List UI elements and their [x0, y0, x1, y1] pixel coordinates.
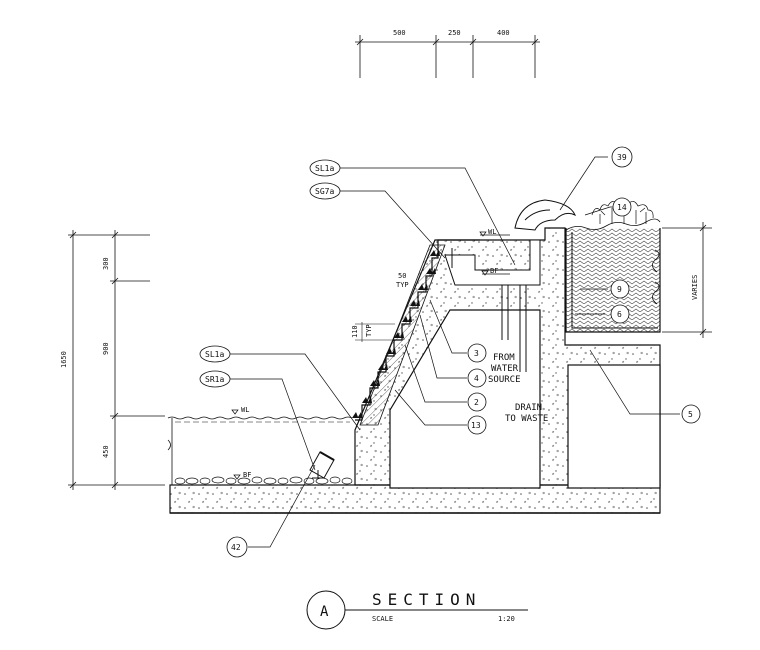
section-letter: A	[320, 604, 329, 620]
coping-stone	[514, 199, 576, 231]
dim-top-3: 400	[497, 29, 510, 37]
svg-text:6: 6	[617, 310, 622, 319]
gravel-layer	[174, 476, 353, 485]
svg-text:13: 13	[471, 421, 481, 430]
lower-wl-label: WL	[241, 406, 249, 414]
lower-bf-label: BF	[243, 471, 251, 479]
svg-text:39: 39	[617, 153, 627, 162]
scale-label: SCALE	[372, 615, 393, 623]
riser-note: TYP	[396, 281, 409, 289]
concrete-structure	[354, 227, 661, 489]
step-plantings	[352, 250, 440, 418]
svg-text:SG7a: SG7a	[315, 187, 334, 196]
dim-top-2: 250	[448, 29, 461, 37]
callout-4: 4	[467, 368, 487, 388]
svg-text:SL1a: SL1a	[315, 164, 334, 173]
dim-top-1: 500	[393, 29, 406, 37]
dim-upper: 300	[102, 257, 110, 270]
tread-note: TYP	[365, 324, 373, 337]
dim-varies: VARIES	[691, 275, 699, 300]
dim-middle: 900	[102, 342, 110, 355]
from-note-2: WATER	[491, 364, 519, 374]
title-block: A SECTION SCALE 1:20	[306, 590, 528, 630]
svg-text:3: 3	[474, 349, 479, 358]
section-title: SECTION	[372, 590, 481, 609]
riser-dim: 50	[398, 272, 406, 280]
base-slab	[169, 484, 661, 514]
left-dimension-chain	[68, 230, 165, 490]
callout-sg7a: SG7a	[309, 182, 341, 200]
callout-13: 13	[467, 415, 487, 435]
drain-note-2: TO WASTE	[505, 414, 548, 424]
callout-6: 6	[610, 304, 630, 324]
lower-pool-levels	[231, 409, 241, 480]
svg-text:2: 2	[474, 398, 479, 407]
svg-text:9: 9	[617, 285, 622, 294]
callout-sl1a-left: SL1a	[199, 345, 231, 363]
pipes	[451, 248, 527, 372]
varies-dimension	[662, 222, 712, 338]
upper-pond-levels	[479, 231, 510, 276]
callout-39: 39	[611, 146, 633, 168]
lower-pool	[167, 416, 353, 485]
dim-lower: 450	[102, 445, 110, 458]
from-note-1: FROM	[493, 353, 515, 363]
upper-bf-label: BF	[490, 267, 498, 275]
scale-value: 1:20	[498, 615, 515, 623]
callout-5: 5	[681, 404, 701, 424]
callout-sr1a: SR1a	[199, 370, 231, 388]
callout-2: 2	[467, 392, 487, 412]
svg-text:5: 5	[688, 410, 693, 419]
step-dim-lines	[355, 322, 395, 342]
underwater-light	[309, 451, 335, 479]
top-dimension-chain	[355, 35, 540, 78]
svg-text:SR1a: SR1a	[205, 375, 224, 384]
from-note-3: SOURCE	[488, 375, 521, 385]
svg-text:SL1a: SL1a	[205, 350, 224, 359]
upper-wl-label: WL	[488, 228, 496, 236]
planter	[565, 218, 661, 333]
svg-text:4: 4	[474, 374, 479, 383]
callout-sl1a-top: SL1a	[309, 159, 341, 177]
callout-42: 42	[226, 536, 248, 558]
tread-dim: 110	[351, 325, 359, 338]
dim-total: 1650	[60, 351, 68, 368]
callout-3: 3	[467, 343, 487, 363]
callout-9: 9	[610, 279, 630, 299]
svg-text:42: 42	[231, 543, 241, 552]
drain-note-1: DRAIN	[515, 403, 542, 413]
callout-14: 14	[612, 197, 632, 217]
svg-text:14: 14	[617, 203, 627, 212]
